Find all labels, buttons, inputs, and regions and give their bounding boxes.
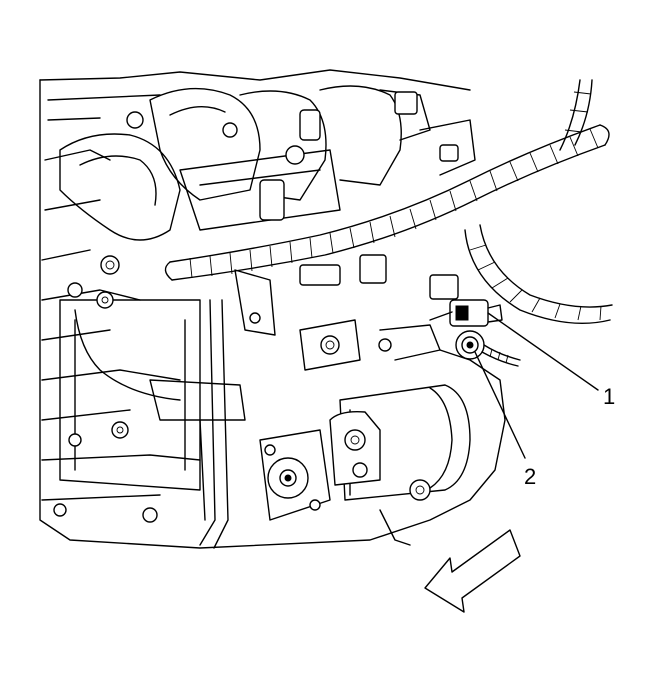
direction-arrow-icon	[424, 529, 521, 613]
callout-label-2: 2	[524, 464, 536, 489]
engine-block	[39, 69, 506, 549]
starter-motor	[259, 384, 471, 546]
sensor-2	[455, 330, 521, 367]
intake-manifold	[59, 85, 476, 241]
callout-label-1: 1	[603, 384, 615, 409]
callout-leaders	[474, 312, 599, 459]
wiring-harness	[74, 79, 613, 549]
brackets	[149, 269, 441, 521]
connector-1	[429, 299, 503, 327]
